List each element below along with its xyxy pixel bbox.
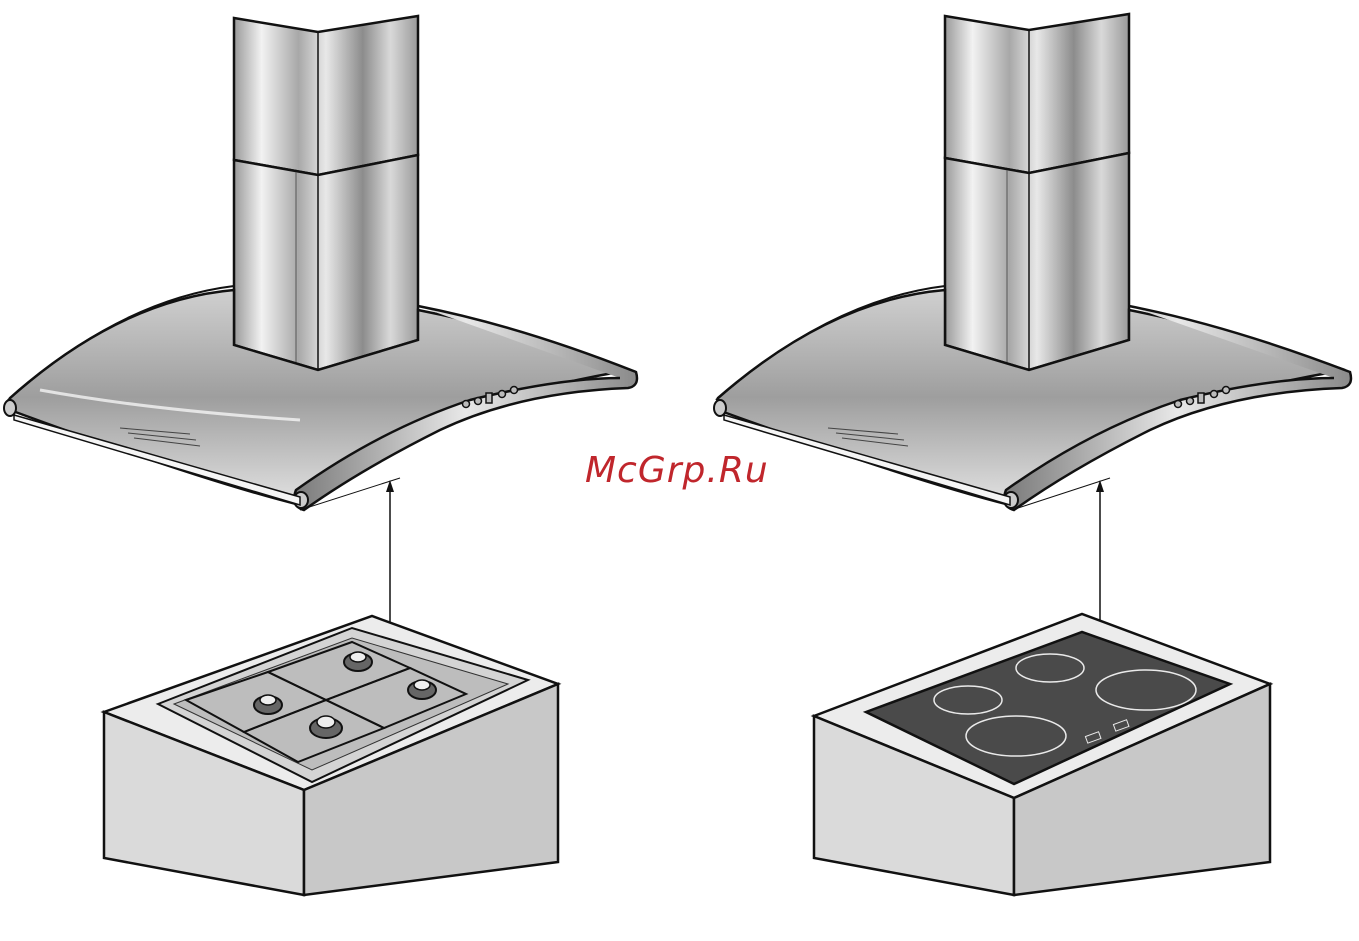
hood-left bbox=[4, 16, 637, 666]
watermark-text: McGrp.Ru bbox=[585, 450, 769, 491]
chimney-lower bbox=[945, 153, 1129, 370]
counter-left bbox=[104, 616, 558, 895]
chimney-upper bbox=[234, 16, 418, 175]
hood-right bbox=[714, 14, 1351, 732]
chimney-upper bbox=[945, 14, 1129, 173]
counter-right bbox=[814, 614, 1270, 895]
chimney-lower bbox=[234, 155, 418, 370]
